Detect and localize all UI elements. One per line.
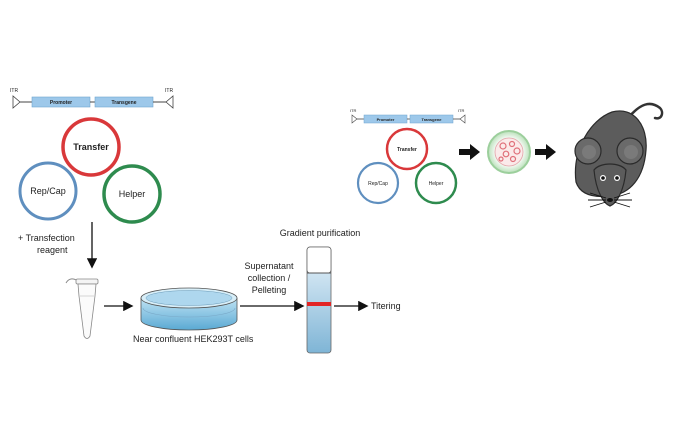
left-construct: ITR Promoter Transgene ITR: [10, 88, 174, 109]
helper-plasmid: [102, 164, 162, 224]
right-transfer-plasmid: [385, 127, 429, 171]
right-itr-right-label: ITR: [458, 108, 465, 113]
arrow-to-cell-icon: [459, 144, 480, 160]
cells-label: Near confluent HEK293T cells: [133, 334, 254, 344]
transfection-label-line1: + Transfection: [18, 233, 75, 243]
supernatant-label-line1: Supernatant: [244, 261, 294, 271]
right-repcap-label: Rep/Cap: [368, 181, 388, 187]
right-workflow: ITR Promoter Transgene ITR Transfer Rep/…: [350, 102, 664, 208]
repcap-label: Rep/Cap: [30, 186, 66, 196]
repcap-plasmid: [18, 161, 78, 221]
right-helper-label: Helper: [429, 181, 444, 187]
transfer-label: Transfer: [73, 142, 109, 152]
left-plasmids: Transfer Rep/Cap Helper: [18, 117, 162, 224]
right-promoter-label: Promoter: [377, 117, 395, 122]
arrow-to-mouse-icon: [535, 144, 556, 160]
right-transfer-label: Transfer: [397, 147, 417, 153]
itr-right-label: ITR: [165, 88, 173, 94]
mouse-icon: [574, 102, 664, 208]
gradient-label: Gradient purification: [280, 228, 361, 238]
right-helper-plasmid: [414, 161, 458, 205]
itr-right-icon: [165, 95, 174, 109]
left-workflow: ITR Promoter Transgene ITR Transfer Rep/…: [10, 88, 401, 354]
titering-label: Titering: [371, 301, 401, 311]
helper-label: Helper: [119, 189, 146, 199]
transfection-label-line2: reagent: [37, 245, 68, 255]
right-construct: ITR Promoter Transgene ITR: [350, 108, 466, 124]
eppendorf-tube-icon: [65, 278, 99, 339]
supernatant-label-line2: collection /: [248, 273, 291, 283]
promoter-label: Promoter: [50, 100, 72, 106]
cell-dish-icon: [140, 287, 238, 331]
right-transgene-label: Transgene: [421, 117, 442, 122]
right-repcap-plasmid: [356, 161, 400, 205]
right-itr-left-label: ITR: [350, 108, 357, 113]
gradient-tube-icon: [306, 246, 332, 354]
transfer-plasmid: [61, 117, 121, 177]
infected-cell-icon: [487, 130, 531, 174]
virus-band: [307, 302, 331, 306]
itr-left-label: ITR: [10, 88, 18, 94]
transgene-label: Transgene: [111, 100, 136, 106]
itr-left-icon: [12, 95, 21, 109]
supernatant-label-line3: Pelleting: [252, 285, 287, 295]
